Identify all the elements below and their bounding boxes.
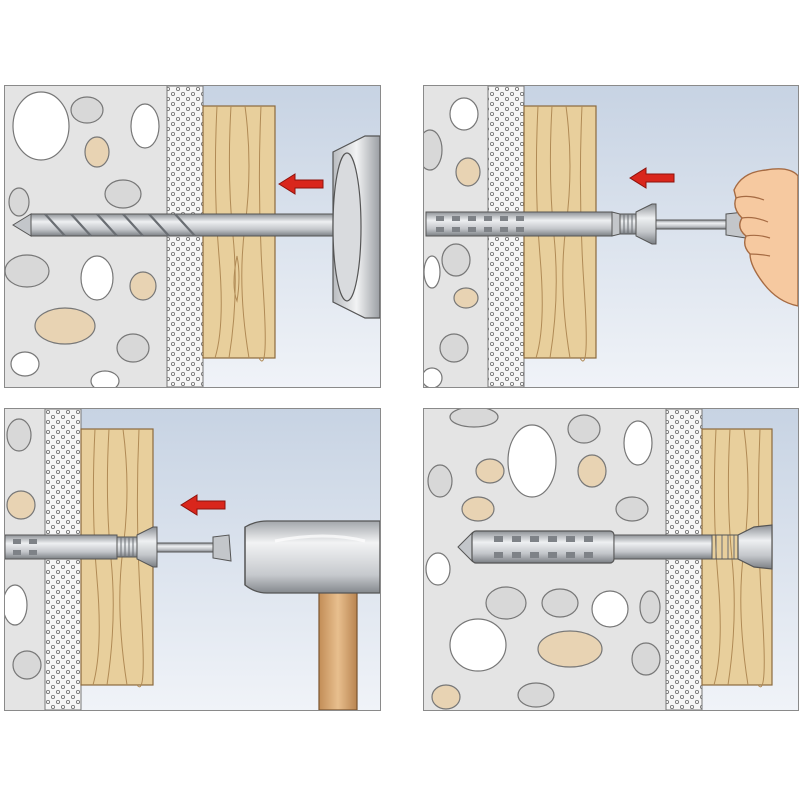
- direction-arrow-left: [180, 494, 226, 516]
- hammer: [244, 520, 380, 710]
- wooden-board: [701, 428, 773, 688]
- hand: [733, 168, 798, 307]
- nylon-anchor-plug: [5, 526, 158, 568]
- step-4-installed-panel: [423, 408, 799, 711]
- step-2-insert-panel: [423, 85, 799, 388]
- step-3-hammer-panel: [4, 408, 381, 711]
- direction-arrow-left: [278, 173, 324, 195]
- drill-chuck: [332, 135, 380, 319]
- nylon-anchor-plug: [425, 203, 657, 245]
- screw-nail: [156, 534, 232, 562]
- drill-bit: [12, 213, 336, 237]
- direction-arrow-left: [629, 167, 675, 189]
- installed-anchor: [457, 524, 773, 570]
- step-1-drilling-panel: [4, 85, 381, 388]
